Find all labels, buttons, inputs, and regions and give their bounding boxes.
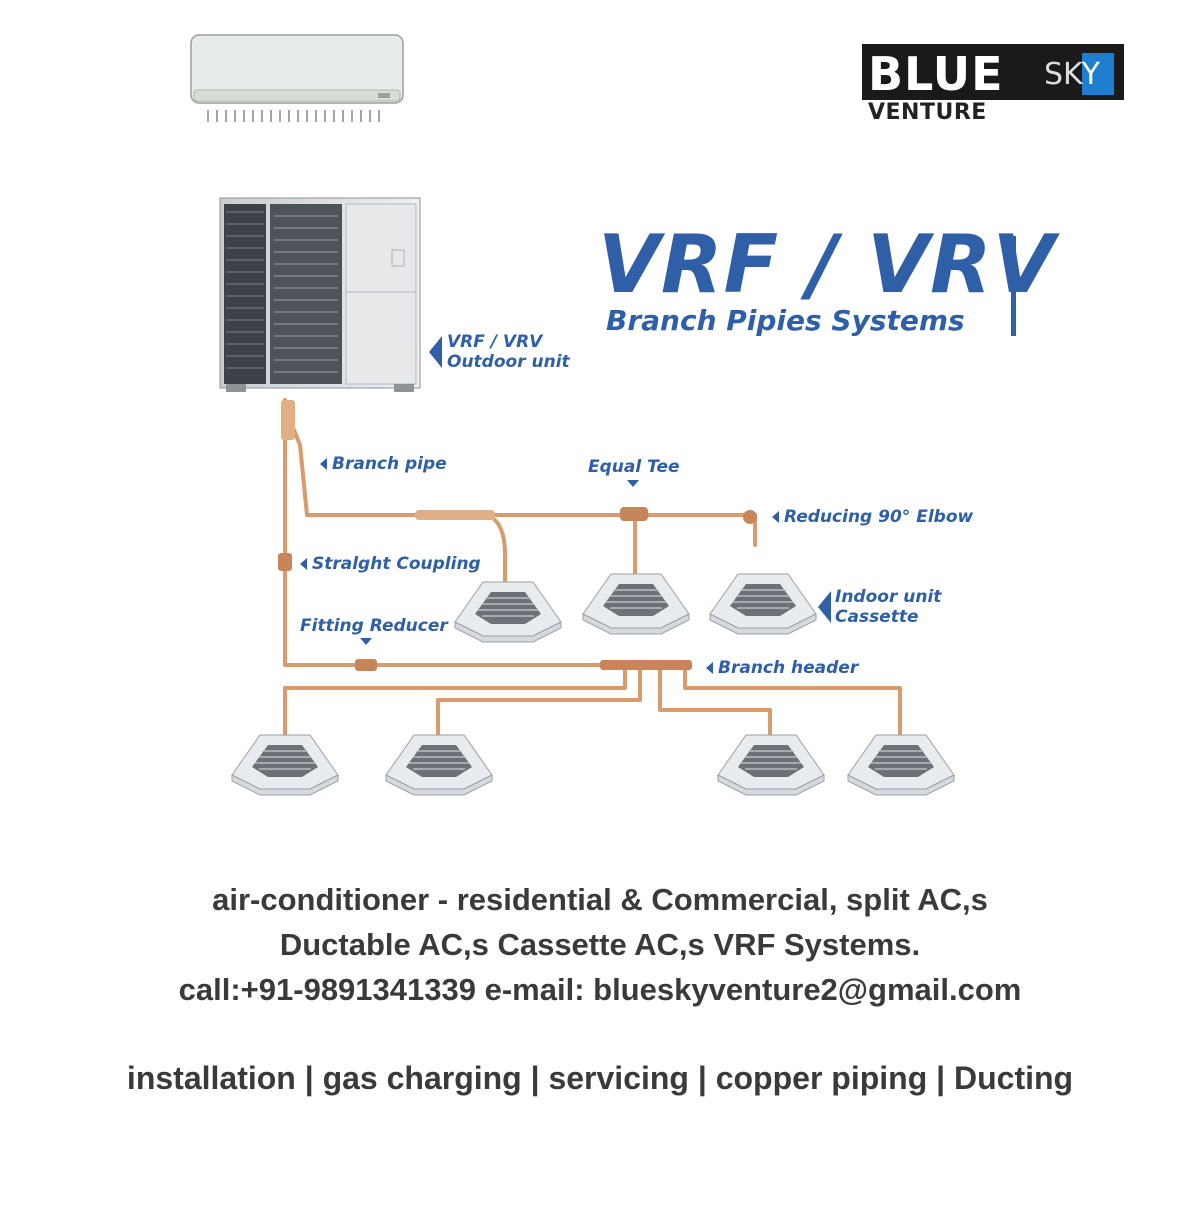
footer-services-line1: air-conditioner - residential & Commerci…	[212, 882, 988, 917]
diagram-title: VRF / VRV	[598, 218, 1056, 311]
equal-tee-label: Equal Tee	[588, 457, 680, 477]
outdoor-label-pointer	[429, 336, 442, 368]
outdoor-label-line2: Outdoor unit	[447, 352, 570, 372]
equal-tee-pointer	[627, 480, 639, 487]
logo-background	[862, 44, 1124, 100]
cassette-unit-icon	[231, 734, 339, 796]
diagram-subtitle: Branch Pipies Systems	[606, 304, 965, 337]
split-ac-icon	[190, 34, 404, 122]
logo-word-sky: SKY	[1044, 52, 1100, 98]
straight-coupling-label: Stralght Coupling	[312, 554, 481, 574]
cassette-unit-icon	[454, 581, 562, 643]
cassette-unit-icon	[385, 734, 493, 796]
fitting-reducer-pointer	[360, 638, 372, 645]
branch-header-label: Branch header	[718, 658, 859, 678]
footer-services-line2: Ductable AC,s Cassette AC,s VRF Systems.	[279, 927, 921, 962]
logo-word-blue: BLUE	[868, 47, 1004, 101]
branch-header-pointer	[706, 662, 713, 674]
logo-accent-block	[1082, 53, 1114, 95]
cassette-unit-icon	[717, 734, 825, 796]
reducing-elbow-pointer	[772, 511, 779, 523]
outdoor-label-line1: VRF / VRV	[447, 332, 543, 352]
title-divider	[1011, 236, 1016, 336]
logo-word-sk: SK	[1044, 57, 1082, 92]
straight-coupling-pointer	[300, 558, 307, 570]
outdoor-unit-icon	[219, 197, 421, 392]
branch-pipe-pointer	[320, 458, 327, 470]
logo-venture: VENTURE	[868, 100, 987, 125]
indoor-label-pointer	[818, 591, 831, 623]
indoor-label-line1: Indoor unit	[835, 587, 942, 607]
cassette-unit-icon	[847, 734, 955, 796]
fitting-reducer-label: Fitting Reducer	[300, 616, 448, 636]
branch-pipe-label: Branch pipe	[332, 454, 447, 474]
piping-diagram	[219, 197, 955, 796]
indoor-label-line2: Cassette	[835, 607, 919, 627]
logo-word-y: Y	[1081, 57, 1100, 92]
footer-contact: call:+91-9891341339 e-mail: blueskyventu…	[178, 972, 1022, 1007]
cassette-unit-icon	[582, 573, 690, 635]
footer-service-list: installation | gas charging | servicing …	[126, 1060, 1074, 1096]
reducing-elbow-label: Reducing 90° Elbow	[784, 507, 974, 527]
cassette-unit-icon	[709, 573, 817, 635]
